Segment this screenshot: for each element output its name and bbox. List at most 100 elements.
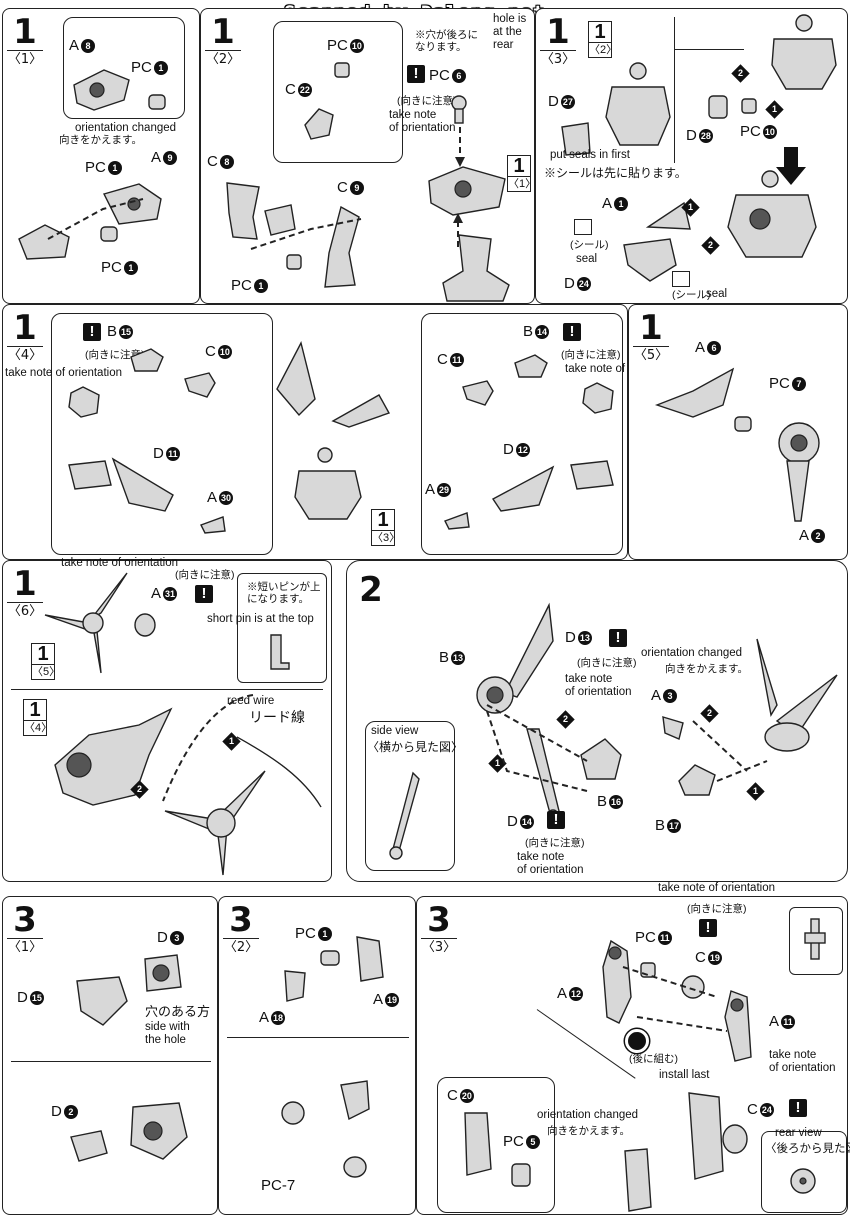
part-c20 <box>464 1112 492 1176</box>
step-number: 1 <box>211 12 235 52</box>
step-diamond-1b: 1 <box>681 198 700 217</box>
part-a31 <box>134 613 156 637</box>
part-pc1-top <box>148 94 166 110</box>
part-pc10 <box>334 62 350 78</box>
part-b16 <box>580 738 622 780</box>
warning-icon: ! <box>407 65 425 83</box>
label-pc7: PC-7 <box>261 1177 296 1194</box>
note-pin-jp: ※短いピンが上 になります。 <box>247 581 321 605</box>
part-d15 <box>76 976 128 1026</box>
part-pc6 <box>451 95 467 124</box>
part-center-wing-r <box>331 394 391 428</box>
part-body-bottom <box>727 170 817 258</box>
part-body <box>428 166 506 216</box>
note-orient-jp: 向きをかえます。 <box>547 1125 630 1137</box>
dashed-path-1-1 <box>47 198 144 240</box>
part-pc5 <box>511 1163 531 1187</box>
part-a6 <box>654 367 735 418</box>
note-seal-b-jp: (シール) <box>672 289 711 301</box>
note-seal-a-en: seal <box>576 253 598 265</box>
part-assembly-right <box>756 638 838 752</box>
part-leg-left <box>624 1148 652 1212</box>
note-orient-en: orientation changed <box>641 647 743 659</box>
detail-box <box>789 907 843 975</box>
part-body-top <box>605 62 671 146</box>
note-side-en: side view <box>371 725 419 737</box>
part-a1 <box>645 201 691 230</box>
part-pc1-bottom <box>100 226 118 242</box>
side-view-box <box>365 721 455 871</box>
ref-box-1-5: 1〈5〉 <box>31 643 61 680</box>
substep-label: 〈1〉 <box>7 50 43 67</box>
note-attention-l-jp: (向きに注意) <box>85 349 145 361</box>
note-seal-en: put seals in first <box>550 149 630 161</box>
part-center-wing-l <box>276 341 316 417</box>
note-attention1-en: take note of orientation <box>565 673 632 698</box>
part-pc7-cap <box>343 1156 367 1178</box>
divider-h <box>674 49 744 50</box>
part-a8 <box>73 69 130 111</box>
dashed-path-3-3 <box>622 966 728 1032</box>
note-attention-l-en: take note of orientation <box>5 367 122 379</box>
part-c22 <box>304 108 334 140</box>
part-c8 <box>226 182 260 240</box>
divider-v <box>674 17 675 163</box>
part-d27 <box>561 122 591 156</box>
step-diamond-2: 2 <box>731 64 750 83</box>
part-a11 <box>724 990 752 1062</box>
rear-view-box <box>761 1131 847 1213</box>
pin-box <box>237 573 327 683</box>
part-b15 <box>130 348 164 372</box>
part-c19 <box>681 975 705 999</box>
note-last-en: install last <box>659 1069 710 1081</box>
note-attention-jp: (向きに注意) <box>397 95 457 107</box>
substep-label: 〈2〉 <box>205 50 241 67</box>
dashed-path-2b <box>692 720 768 782</box>
note-attention-jp: (向きに注意) <box>175 569 235 581</box>
ref-box-1-2: 1〈2〉 <box>588 21 618 58</box>
zoom-bubble <box>63 17 185 119</box>
part-c-mid <box>264 204 296 236</box>
part-b17 <box>678 764 716 796</box>
warning-icon-2: ! <box>789 1099 807 1117</box>
warning-icon-left: ! <box>83 323 101 341</box>
zoom-box-c20 <box>437 1077 555 1213</box>
part-pin <box>270 634 290 670</box>
warning-icon: ! <box>699 919 717 937</box>
note-reed-jp: リード線 <box>249 709 305 725</box>
note-side-jp: 〈横から見た図〉 <box>367 740 464 754</box>
zoom-box-right <box>421 313 623 555</box>
ref-box-1-1: 1〈1〉 <box>507 155 537 192</box>
step-number: 2 <box>359 570 383 610</box>
arrow-down <box>455 127 465 167</box>
part-pc7-ball <box>281 1101 305 1125</box>
install-last-icon <box>625 1029 649 1053</box>
divider-h <box>227 1037 409 1038</box>
ref-box-1-3: 1〈3〉 <box>371 509 401 546</box>
substep-label: 〈1〉 <box>7 938 43 955</box>
substep-label: 〈3〉 <box>540 50 576 67</box>
